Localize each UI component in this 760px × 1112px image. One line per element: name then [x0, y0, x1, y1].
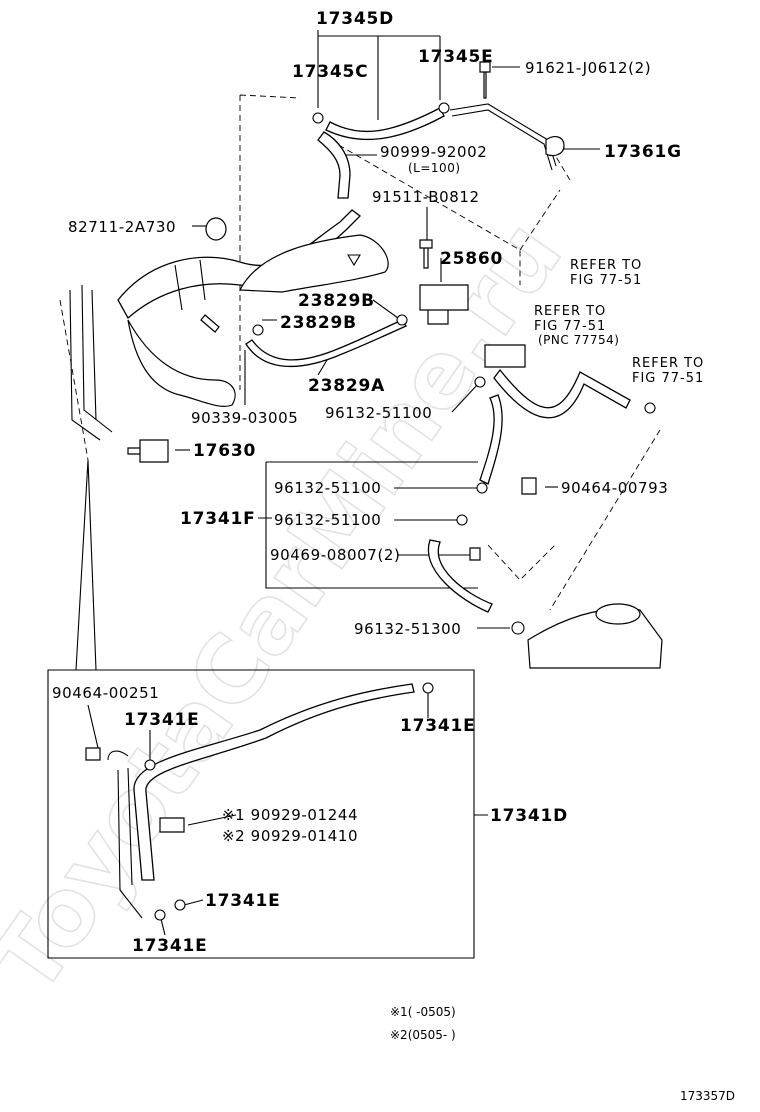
clamp-ref3 [644, 402, 656, 414]
label-90339: 90339-03005 [191, 409, 298, 427]
label-96132-c: 96132-51100 [274, 511, 381, 529]
ref-2-line3: (PNC 77754) [538, 333, 619, 347]
clip-90469 [469, 547, 481, 561]
label-96132-b: 96132-51100 [274, 479, 381, 497]
clamp-17345e [438, 102, 450, 114]
plug-90339 [200, 314, 220, 333]
label-90929-2: ※2 90929-01410 [222, 827, 358, 845]
reference-labels: REFER TO FIG 77-51 REFER TO FIG 77-51 (P… [534, 258, 704, 386]
tank-cap [595, 603, 641, 625]
vsv-17361g [545, 136, 565, 157]
ref-1-line2: FIG 77-51 [570, 273, 642, 288]
vent-hose [493, 368, 631, 419]
lower-tubes [107, 750, 143, 919]
label-17345c: 17345C [292, 62, 368, 82]
ref-1-line1: REFER TO [570, 258, 642, 273]
ref-3-line1: REFER TO [632, 356, 704, 371]
clamp-23829b-1 [396, 314, 408, 326]
label-17341e-3: 17341E [205, 891, 281, 911]
fuel-tank-fill-pipe [117, 209, 361, 407]
label-25860: 25860 [440, 249, 503, 269]
tube-17341d [133, 683, 415, 881]
label-23829b-1: 23829B [298, 291, 375, 311]
hose-17341f [479, 394, 503, 485]
ref-3-line2: FIG 77-51 [632, 371, 704, 386]
label-23829a: 23829A [308, 376, 385, 396]
label-96132-a: 96132-51100 [325, 404, 432, 422]
label-17341e-1: 17341E [124, 710, 200, 730]
bolt-91511 [419, 239, 433, 269]
label-17341d: 17341D [490, 806, 568, 826]
canister-assembly [239, 234, 389, 293]
fuel-tank-part [527, 608, 663, 669]
hose-90999 [317, 131, 351, 199]
note-2: ※2(0505- ) [390, 1028, 456, 1042]
clip-90464-251 [85, 747, 101, 761]
filter-17630 [127, 439, 169, 463]
label-91621: 91621-J0612(2) [525, 59, 651, 77]
clamp-96132-a [474, 376, 486, 388]
label-17345e: 17345E [418, 47, 494, 67]
label-17341f: 17341F [180, 509, 256, 529]
label-82711: 82711-2A730 [68, 218, 176, 236]
label-90469: 90469-08007(2) [270, 546, 401, 564]
clamp-17341e-3 [174, 899, 186, 911]
label-17345d: 17345D [316, 9, 394, 29]
label-90999-length: (L=100) [408, 161, 461, 175]
label-90929-1: ※1 90929-01244 [222, 806, 358, 824]
figure-id: 173357D [680, 1089, 735, 1103]
valve-ref2 [484, 344, 526, 368]
label-90464-251: 90464-00251 [52, 684, 159, 702]
label-91511: 91511-B0812 [372, 188, 480, 206]
label-17361g: 17361G [604, 142, 682, 162]
ref-2-line2: FIG 77-51 [534, 319, 606, 334]
label-90464-793: 90464-00793 [561, 479, 668, 497]
leader-lines [47, 30, 661, 959]
note-1: ※1( -0505) [390, 1005, 456, 1019]
connector-90929 [159, 817, 185, 833]
bolt-91621 [479, 61, 491, 99]
label-17630: 17630 [193, 441, 256, 461]
clamp-17341e-4 [154, 909, 166, 921]
clamp-96132-513 [511, 621, 525, 635]
label-96132-513: 96132-51300 [354, 620, 461, 638]
clamp-96132-c [456, 514, 468, 526]
hose-17345d [325, 107, 445, 141]
part-labels: 17345D 17345C 17345E 91621-J0612(2) 1736… [52, 9, 682, 956]
cap-82711 [205, 217, 227, 241]
ref-2-line1: REFER TO [534, 304, 606, 319]
label-17341e-4: 17341E [132, 936, 208, 956]
label-23829b-2: 23829B [280, 313, 357, 333]
hose-23829a [245, 319, 407, 368]
label-17341e-2: 17341E [400, 716, 476, 736]
clamp-17341e-1 [144, 759, 156, 771]
clip-90464-793 [521, 477, 537, 495]
left-tubes-top [69, 284, 113, 441]
clamp-96132-b [476, 482, 488, 494]
label-90999: 90999-92002 [380, 143, 487, 161]
vsv-25860 [419, 284, 469, 325]
hose-17341f-lower [427, 539, 493, 613]
clamp-17341e-2 [422, 682, 434, 694]
clamp-23829b-2 [252, 324, 264, 336]
footnotes: ※1( -0505) ※2(0505- ) 173357D [390, 1005, 735, 1103]
clamp-17345c [312, 112, 324, 124]
